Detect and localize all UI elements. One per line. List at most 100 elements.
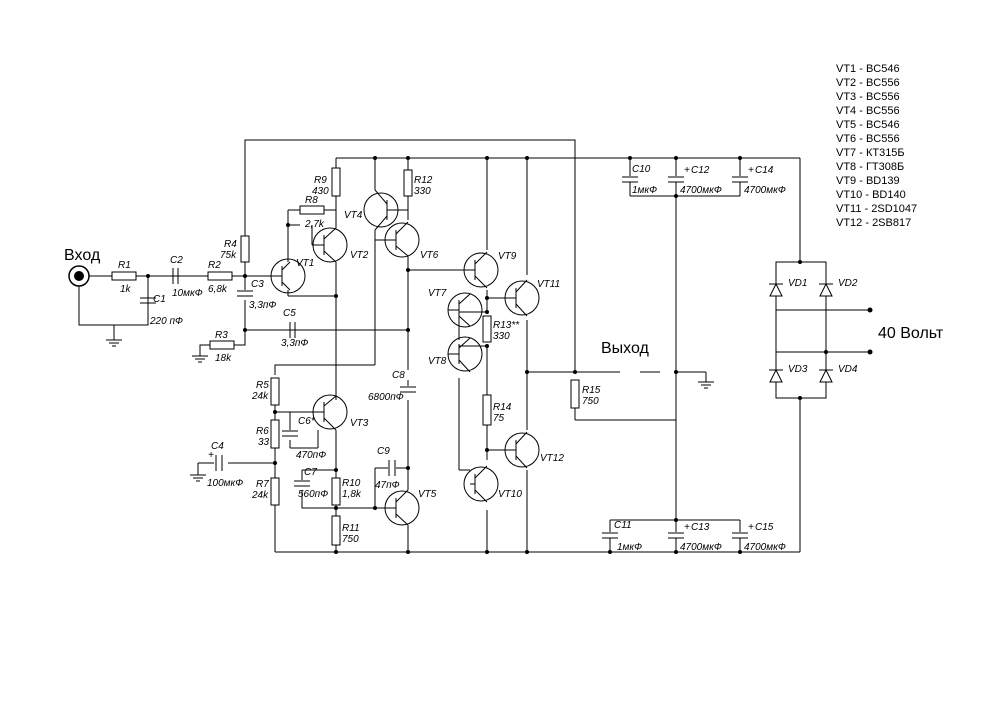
capacitor-labels: C1 220 пФ C2 10мкФ C3 3,3пФ C4 100мкФ C5… bbox=[149, 164, 786, 553]
r12-value: 330 bbox=[414, 186, 431, 197]
vt12-label: VT12 bbox=[540, 453, 564, 464]
vt5-label: VT5 bbox=[418, 489, 437, 500]
r10-value: 1,8k bbox=[342, 489, 362, 500]
transistor-symbols bbox=[270, 189, 540, 526]
vd3-label: VD3 bbox=[788, 364, 808, 375]
resistor-bodies bbox=[111, 167, 580, 546]
legend-line: VT6 - BC556 bbox=[836, 133, 900, 145]
legend-line: VT4 - BC556 bbox=[836, 105, 900, 117]
c13-value: 4700мкФ bbox=[680, 542, 722, 553]
legend-line: VT12 - 2SB817 bbox=[836, 217, 911, 229]
r9-value: 430 bbox=[312, 186, 329, 197]
vd2-label: VD2 bbox=[838, 278, 858, 289]
svg-text:+: + bbox=[208, 450, 214, 461]
r11-ref: R11 bbox=[342, 523, 360, 534]
r14-value: 75 bbox=[493, 413, 505, 424]
input-label: Вход bbox=[64, 247, 101, 264]
c2-value: 10мкФ bbox=[172, 288, 203, 299]
c6-ref: C6* bbox=[298, 416, 316, 427]
vt3-label: VT3 bbox=[350, 418, 369, 429]
svg-text:+: + bbox=[748, 522, 754, 533]
c11-value: 1мкФ bbox=[617, 542, 642, 553]
r13-value: 330 bbox=[493, 331, 510, 342]
svg-text:+: + bbox=[684, 165, 690, 176]
capacitor-plates: + + + + + bbox=[140, 165, 754, 539]
c1-value: 220 пФ bbox=[149, 316, 183, 327]
r8-value: 2,7k bbox=[304, 219, 325, 230]
r1-value: 1k bbox=[120, 284, 132, 295]
r12-ref: R12 bbox=[414, 175, 433, 186]
vt11-label: VT11 bbox=[537, 279, 560, 290]
r9-ref: R9 bbox=[314, 175, 327, 186]
r3-value: 18k bbox=[215, 353, 232, 364]
vt7-label: VT7 bbox=[428, 288, 447, 299]
c5-ref: C5 bbox=[283, 308, 296, 319]
legend-line: VT9 - BD139 bbox=[836, 175, 900, 187]
c10-value: 1мкФ bbox=[632, 185, 657, 196]
vt4-label: VT4 bbox=[344, 210, 363, 221]
c3-ref: C3 bbox=[251, 279, 264, 290]
vt2-label: VT2 bbox=[350, 250, 369, 261]
c14-ref: C14 bbox=[755, 165, 774, 176]
c8-value: 6800пФ bbox=[368, 392, 404, 403]
c1-ref: C1 bbox=[153, 294, 166, 305]
r2-value: 6,8k bbox=[208, 284, 228, 295]
c5-value: 3,3пФ bbox=[281, 338, 308, 349]
c7-value: 560пФ bbox=[298, 489, 328, 500]
r15-value: 750 bbox=[582, 396, 599, 407]
diode-labels: VD1 VD2 VD3 VD4 bbox=[788, 278, 858, 375]
supply-label: 40 Вольт bbox=[878, 325, 944, 342]
transistor-labels: VT1 VT2 VT3 VT4 VT5 VT6 VT7 VT8 VT9 VT10… bbox=[296, 210, 564, 500]
r6-ref: R6 bbox=[256, 426, 269, 437]
r7-ref: R7 bbox=[256, 479, 269, 490]
c13-ref: C13 bbox=[691, 522, 710, 533]
c2-ref: C2 bbox=[170, 255, 183, 266]
svg-text:+: + bbox=[684, 522, 690, 533]
legend-line: VT7 - КТ315Б bbox=[836, 147, 905, 159]
c6-value: 470пФ bbox=[296, 450, 326, 461]
c12-value: 4700мкФ bbox=[680, 185, 722, 196]
input-jack bbox=[68, 265, 90, 287]
r15-ref: R15 bbox=[582, 385, 601, 396]
r5-ref: R5 bbox=[256, 380, 269, 391]
legend-line: VT2 - BC556 bbox=[836, 77, 900, 89]
vt6-label: VT6 bbox=[420, 250, 439, 261]
vd4-label: VD4 bbox=[838, 364, 858, 375]
c9-ref: C9 bbox=[377, 446, 390, 457]
legend-line: VT10 - BD140 bbox=[836, 189, 906, 201]
r7-value: 24k bbox=[251, 490, 269, 501]
r14-ref: R14 bbox=[493, 402, 512, 413]
c14-value: 4700мкФ bbox=[744, 185, 786, 196]
c12-ref: C12 bbox=[691, 165, 710, 176]
legend-line: VT1 - BC546 bbox=[836, 63, 900, 75]
c9-value: 47пФ bbox=[375, 480, 400, 491]
r5-value: 24k bbox=[251, 391, 269, 402]
junction-dots bbox=[146, 156, 873, 554]
legend-line: VT3 - BC556 bbox=[836, 91, 900, 103]
c15-ref: C15 bbox=[755, 522, 774, 533]
svg-text:+: + bbox=[748, 165, 754, 176]
r6-value: 33 bbox=[258, 437, 270, 448]
c7-ref: C7 bbox=[304, 467, 317, 478]
r13-ref: R13** bbox=[493, 320, 520, 331]
vt8-label: VT8 bbox=[428, 356, 447, 367]
legend-line: VT8 - ГТ308Б bbox=[836, 161, 904, 173]
r2-ref: R2 bbox=[208, 260, 221, 271]
c15-value: 4700мкФ bbox=[744, 542, 786, 553]
r10-ref: R10 bbox=[342, 478, 361, 489]
vt9-label: VT9 bbox=[498, 251, 517, 262]
r3-ref: R3 bbox=[215, 330, 228, 341]
c4-ref: C4 bbox=[211, 441, 224, 452]
vt10-label: VT10 bbox=[498, 489, 522, 500]
c11-ref: C11 bbox=[614, 520, 632, 531]
ground-symbols bbox=[106, 339, 714, 482]
c3-value: 3,3пФ bbox=[249, 300, 276, 311]
r4-ref: R4 bbox=[224, 239, 237, 250]
legend-line: VT11 - 2SD1047 bbox=[836, 203, 917, 215]
resistor-labels: R1 1k R2 6,8k R3 18k R4 75k R5 24k R6 33… bbox=[118, 175, 601, 545]
r11-value: 750 bbox=[342, 534, 359, 545]
r1-ref: R1 bbox=[118, 260, 131, 271]
output-label: Выход bbox=[601, 340, 650, 357]
c10-ref: C10 bbox=[632, 164, 651, 175]
